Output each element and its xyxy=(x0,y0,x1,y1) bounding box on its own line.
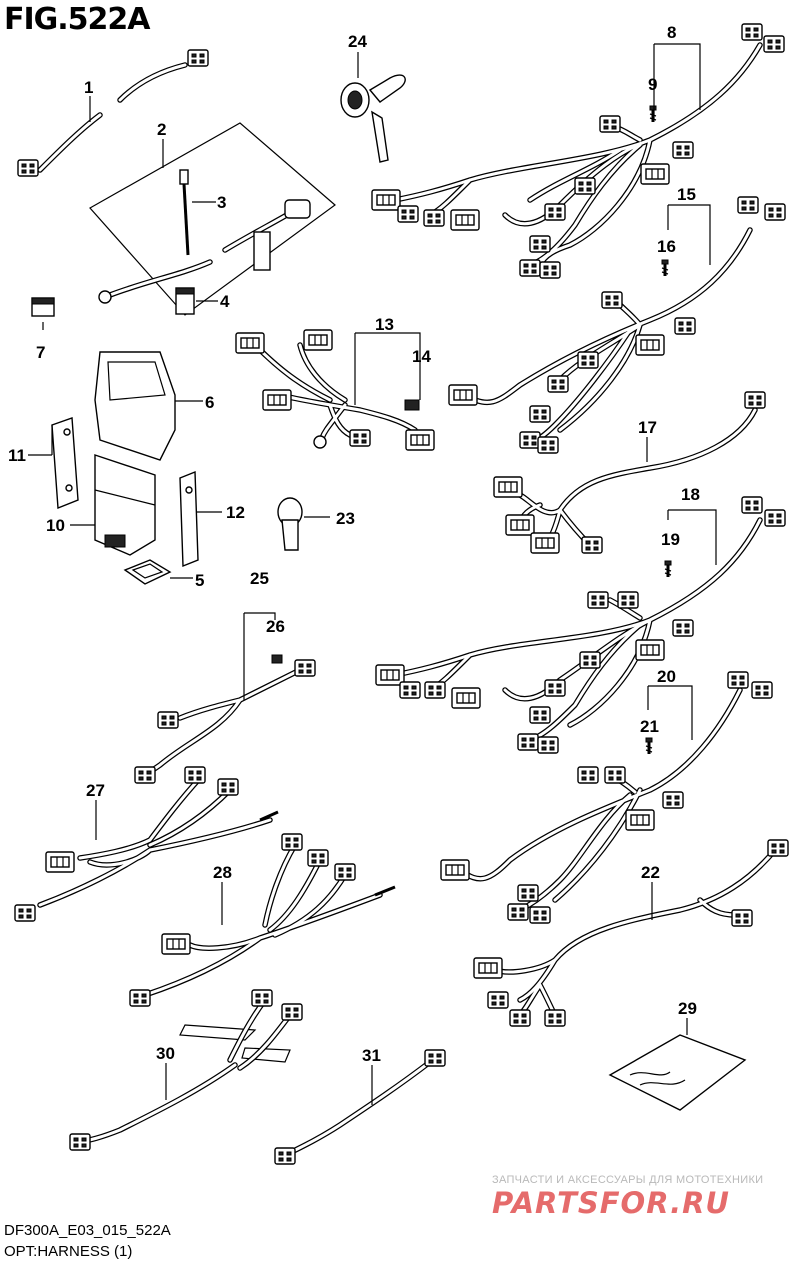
watermark-tagline: ЗАПЧАСТИ И АКСЕССУАРЫ ДЛЯ МОТОТЕХНИКИ xyxy=(492,1174,764,1186)
callout-11: 11 xyxy=(8,446,26,465)
part-31-harness xyxy=(274,1049,446,1165)
part-20-harness xyxy=(440,671,773,924)
part-15-harness xyxy=(448,196,786,454)
leader-lines xyxy=(28,43,717,1105)
part-25-harness xyxy=(134,654,316,784)
part-12-bracket xyxy=(179,470,199,568)
callout-23: 23 xyxy=(336,509,355,528)
callout-7: 7 xyxy=(36,343,45,362)
callout-19: 19 xyxy=(661,530,680,549)
callout-18: 18 xyxy=(681,485,700,504)
callout-25: 25 xyxy=(250,569,269,588)
callout-30: 30 xyxy=(156,1044,175,1063)
callout-17: 17 xyxy=(638,418,657,437)
part-21-screw xyxy=(644,736,654,756)
part-17-harness xyxy=(493,391,766,554)
callout-20: 20 xyxy=(657,667,676,686)
callout-29: 29 xyxy=(678,999,697,1018)
part-9-screw xyxy=(648,104,658,124)
callout-numbers: 1 2 3 4 5 6 7 8 9 10 11 12 13 14 15 16 1… xyxy=(8,23,700,1065)
callout-16: 16 xyxy=(657,237,676,256)
figure-title: FIG.522A xyxy=(4,2,151,37)
part-4-fuse xyxy=(175,287,195,315)
figure-code: DF300A_E03_015_522A xyxy=(4,1222,171,1239)
part-2-kit-box xyxy=(89,122,336,316)
callout-31: 31 xyxy=(362,1046,381,1065)
callout-15: 15 xyxy=(677,185,696,204)
figure-name: OPT:HARNESS (1) xyxy=(4,1243,133,1260)
callout-5: 5 xyxy=(195,571,204,590)
part-22-harness xyxy=(473,839,789,1027)
callout-9: 9 xyxy=(648,75,657,94)
callout-28: 28 xyxy=(213,863,232,882)
callout-13: 13 xyxy=(375,315,394,334)
callout-1: 1 xyxy=(84,78,93,97)
callout-4: 4 xyxy=(220,292,230,311)
callout-27: 27 xyxy=(86,781,105,800)
part-10-ecm xyxy=(94,454,156,556)
callout-14: 14 xyxy=(412,347,431,366)
part-30-harness xyxy=(69,989,303,1151)
part-28-harness xyxy=(129,833,396,1007)
part-19-screw xyxy=(663,559,673,579)
part-29-bag xyxy=(608,1034,747,1111)
callout-2: 2 xyxy=(157,120,166,139)
part-7-cap xyxy=(31,297,55,317)
callout-12: 12 xyxy=(226,503,245,522)
callout-24: 24 xyxy=(348,32,367,51)
callout-26: 26 xyxy=(266,617,285,636)
callout-6: 6 xyxy=(205,393,214,412)
part-3-cable-tie xyxy=(179,169,190,256)
part-13-harness xyxy=(235,329,435,451)
part-6-cover xyxy=(94,351,176,461)
part-5-seal xyxy=(123,559,172,585)
part-27-harness xyxy=(14,766,279,922)
part-1-harness xyxy=(17,49,209,177)
part-23-clamp xyxy=(277,497,303,551)
part-18-harness xyxy=(375,496,786,754)
callout-8: 8 xyxy=(667,23,676,42)
part-24-grommet xyxy=(340,74,406,163)
watermark-logo: PARTSFOR.RU xyxy=(492,1186,730,1220)
callout-22: 22 xyxy=(641,863,660,882)
callout-10: 10 xyxy=(46,516,65,535)
part-8-harness xyxy=(371,23,785,279)
part-14-clip xyxy=(404,399,420,411)
part-11-bracket xyxy=(51,417,79,510)
callout-21: 21 xyxy=(640,717,659,736)
part-16-screw xyxy=(660,258,670,278)
part-26-clip xyxy=(271,654,283,664)
callout-3: 3 xyxy=(217,193,226,212)
